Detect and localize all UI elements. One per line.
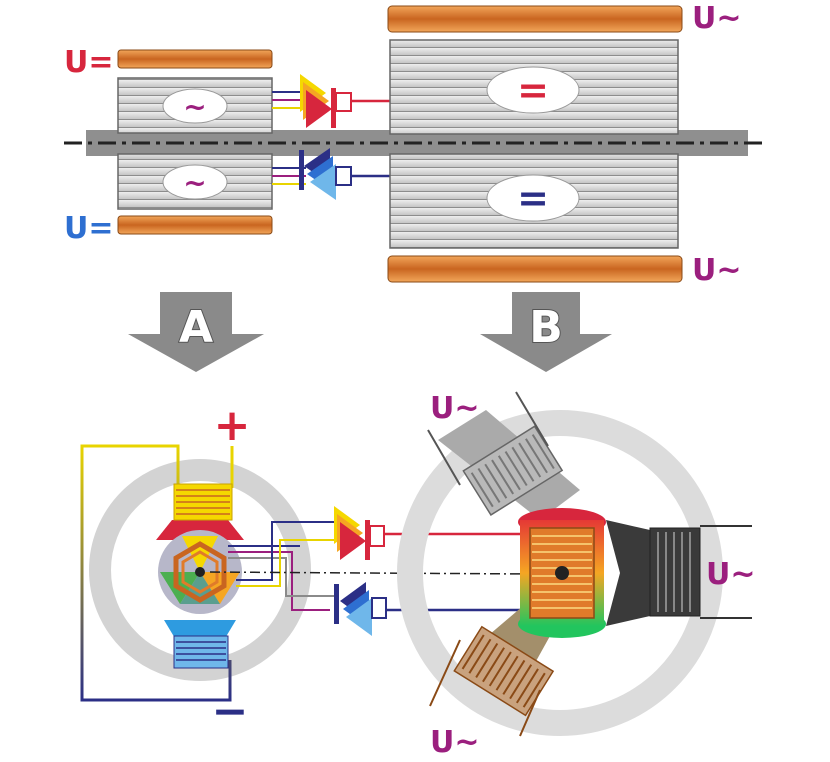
minus-label: − (212, 686, 249, 737)
diode-positive-top (300, 74, 392, 128)
generator-cross-section: U~ U~ U~ (397, 391, 756, 760)
exciter-field-coil-bottom-windings (176, 641, 226, 661)
dc-symbol-top: = (517, 68, 549, 112)
dc-symbol-bottom: = (517, 176, 549, 220)
exciter-cross-section: + − (80, 400, 531, 737)
main-coil-top (387, 5, 683, 33)
u-ac-label-mid-right: U~ (692, 253, 742, 288)
u-dc-label-bottom: U= (64, 211, 114, 246)
diode-negative-top (299, 148, 392, 200)
u-ac-label-lower-bottom: U~ (430, 725, 480, 760)
exciter-field-coil-bottom (173, 635, 229, 669)
diode-positive-bottom (334, 506, 530, 560)
dc-symbol-oval-bottom (486, 174, 580, 222)
exciter-field-wire-loop (80, 444, 232, 702)
u-dc-label-top: U= (64, 45, 114, 80)
arrow-a-label: A (179, 302, 213, 353)
u-ac-label-top-right: U~ (692, 1, 742, 36)
exciter-coil-bottom (117, 215, 273, 235)
dc-symbol-oval-top (486, 66, 580, 114)
generator-stator-ring (397, 410, 723, 736)
rotor-shaft-dot (555, 566, 569, 580)
ac-symbol-oval-bottom (162, 164, 228, 200)
arrow-b-label: B (529, 302, 563, 353)
u-ac-label-lower-top: U~ (430, 391, 480, 426)
arrow-b: B (480, 292, 612, 372)
exciter-armature-wires (228, 521, 336, 611)
exciter-field-coil-top-windings (176, 489, 230, 515)
ac-symbol-bottom: ~ (183, 166, 206, 199)
exciter-axis-line (209, 571, 531, 575)
exciter-shaft-dot (195, 567, 205, 577)
exciter-armature-winding-hex-inner (181, 550, 219, 594)
exciter-stator-ring (89, 459, 311, 681)
plus-label: + (214, 400, 251, 451)
main-coil-bottom (387, 255, 683, 283)
stator-pole-right (606, 520, 752, 626)
stator-pole-upper-left (427, 391, 580, 520)
exciter-pole-bottom (164, 620, 236, 640)
u-ac-label-lower-right: U~ (706, 557, 756, 592)
top-machine-diagram: ~ ~ (64, 1, 768, 288)
arrow-a: A (128, 292, 264, 372)
ac-symbol-oval-top (162, 88, 228, 124)
exciter-coil-top (117, 49, 273, 69)
exciter-armature-sector-yellow (182, 536, 218, 572)
exciter-armature-winding-hex (173, 541, 227, 603)
ac-symbol-top: ~ (183, 90, 206, 123)
